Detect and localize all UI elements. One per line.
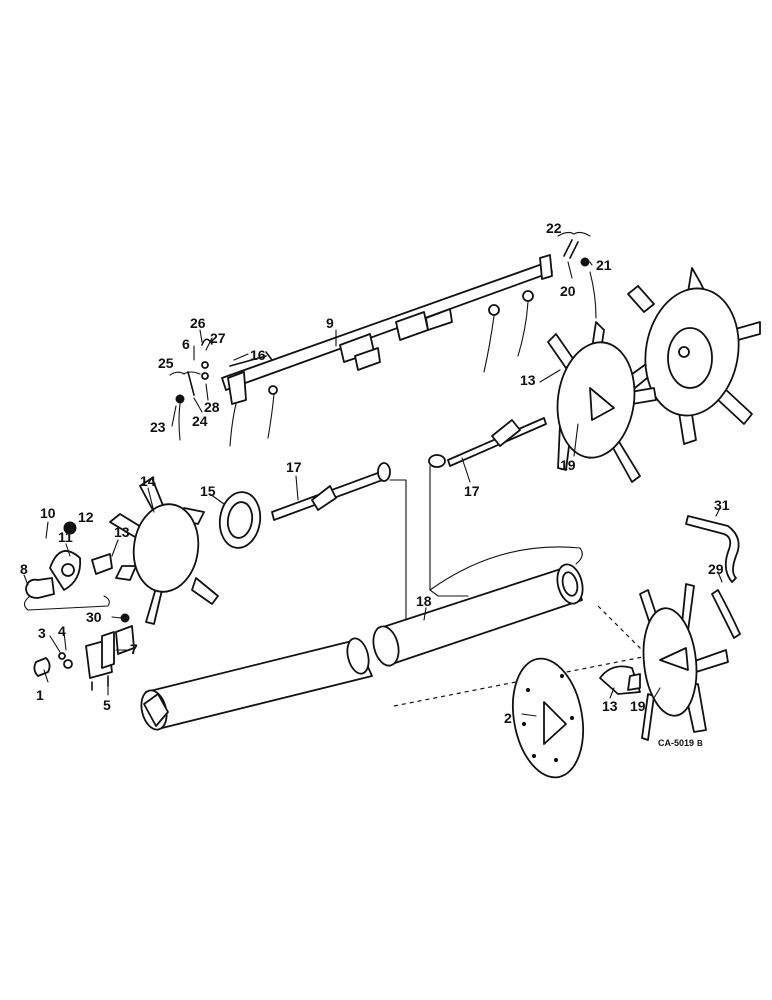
callout-2: 2: [504, 710, 512, 726]
callout-19-b: 19: [630, 698, 646, 714]
callout-16: 16: [250, 347, 266, 363]
reel-tube: [140, 546, 649, 731]
lower-right-spider: [512, 515, 741, 779]
callout-9: 9: [326, 315, 334, 331]
callout-12: 12: [78, 509, 94, 525]
callouts: 1 2 3 4 5 6 7 8 9 10 11 12 13 13 13 13 1…: [20, 220, 730, 726]
callout-19-a: 19: [560, 457, 576, 473]
callout-8: 8: [20, 561, 28, 577]
callout-1: 1: [36, 687, 44, 703]
callout-22: 22: [546, 220, 562, 236]
callout-15: 15: [200, 483, 216, 499]
callout-20: 20: [560, 283, 576, 299]
callout-29: 29: [708, 561, 724, 577]
right-reel-spider: [623, 267, 761, 445]
callout-21: 21: [596, 257, 612, 273]
callout-11: 11: [58, 529, 73, 545]
figure-code-suffix: B: [697, 739, 703, 748]
callout-26: 26: [190, 315, 206, 331]
left-spider-assembly: [109, 462, 407, 645]
left-hardware: [23, 521, 135, 691]
callout-23: 23: [150, 419, 166, 435]
callout-17-b: 17: [464, 483, 480, 499]
callout-13-a: 13: [520, 372, 536, 388]
callout-17-a: 17: [286, 459, 302, 475]
callout-13-b: 13: [114, 524, 130, 540]
callout-7: 7: [130, 641, 138, 657]
callout-5: 5: [103, 697, 111, 713]
callout-10: 10: [40, 505, 56, 521]
small-hardware-group: [169, 231, 597, 441]
callout-30: 30: [86, 609, 102, 625]
callout-24: 24: [192, 413, 208, 429]
callout-14: 14: [140, 473, 156, 489]
callout-4: 4: [58, 623, 66, 639]
leader-lines: [23, 261, 723, 717]
callout-18: 18: [416, 593, 432, 609]
figure-code-text: CA-5019: [658, 738, 694, 748]
callout-13-c: 13: [602, 698, 618, 714]
callout-27: 27: [210, 330, 226, 346]
callout-25: 25: [158, 355, 174, 371]
callout-3: 3: [38, 625, 46, 641]
upper-shaft-assembly: [221, 254, 553, 447]
callout-31: 31: [714, 497, 730, 513]
center-reel-spider: [547, 321, 657, 483]
callout-28: 28: [204, 399, 220, 415]
callout-6: 6: [182, 336, 190, 352]
center-shaft-right: [428, 417, 547, 597]
